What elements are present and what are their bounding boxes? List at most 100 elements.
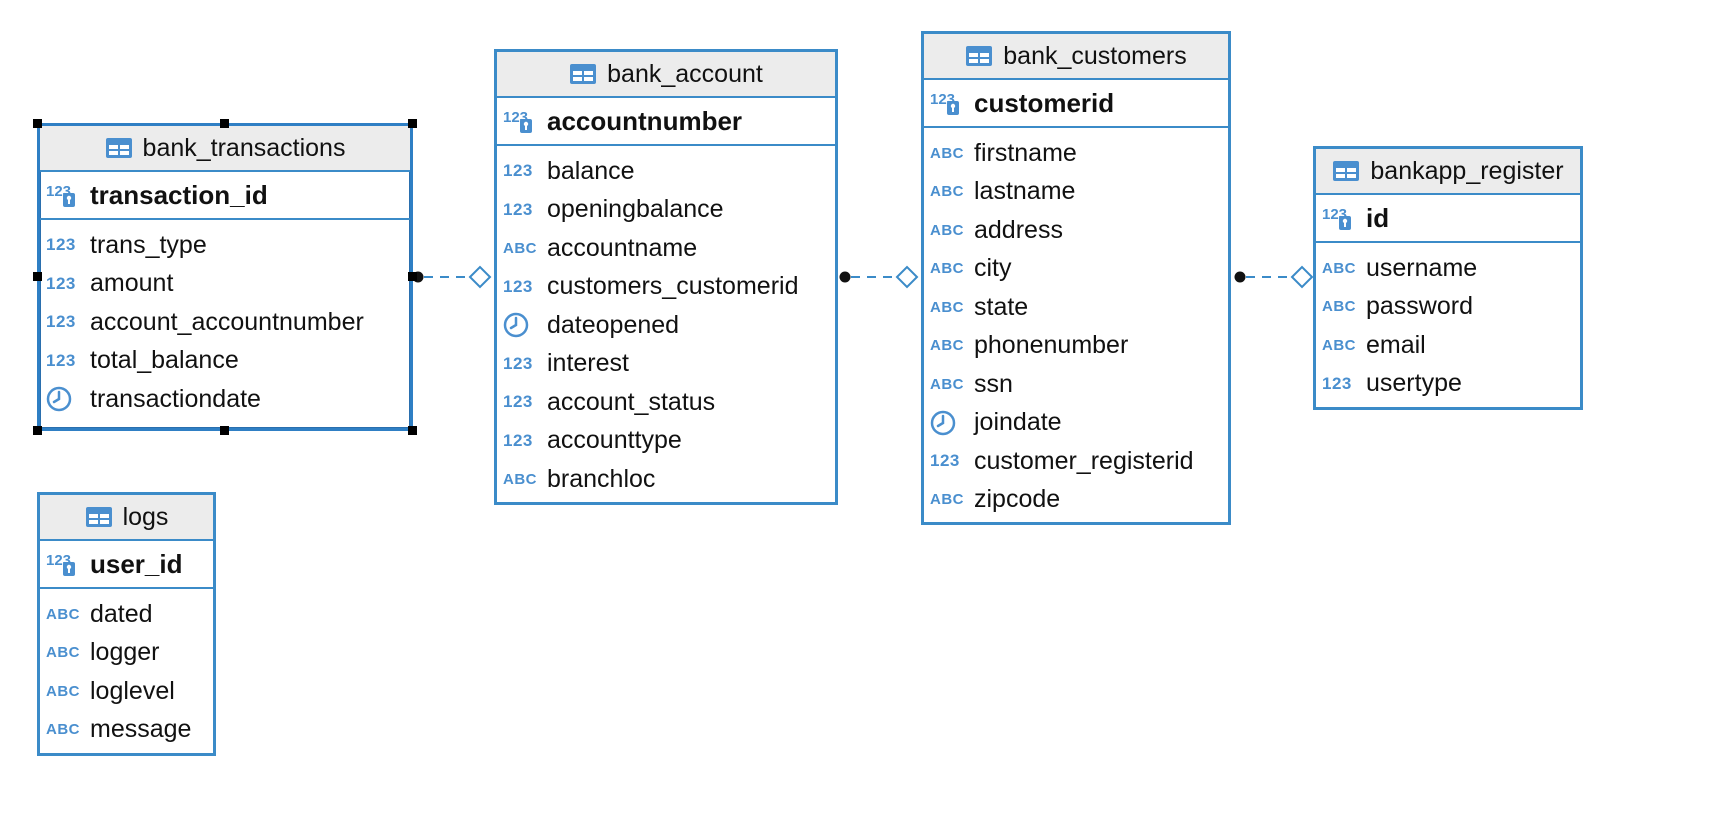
numeric-key-icon: 123 — [46, 182, 82, 208]
text-type-icon: ABC — [46, 644, 80, 662]
column-name: phonenumber — [974, 331, 1129, 360]
column-row[interactable]: 123 account_accountnumber — [40, 303, 410, 342]
text-type-icon: ABC — [1322, 298, 1356, 316]
table-name: logs — [122, 502, 169, 531]
table-header[interactable]: bankapp_register — [1316, 149, 1580, 195]
numeric-key-icon: 123 — [930, 90, 966, 116]
column-name: message — [90, 715, 192, 744]
column-name: amount — [90, 269, 174, 298]
numeric-type-icon: 123 — [503, 276, 533, 296]
text-type-icon: ABC — [930, 144, 964, 162]
column-name: email — [1366, 330, 1426, 359]
selection-handle[interactable] — [33, 119, 42, 128]
column-row[interactable]: transactiondate — [40, 380, 410, 419]
relationship-customers-register[interactable] — [1234, 265, 1314, 289]
selection-handle[interactable] — [33, 426, 42, 435]
primary-key-name: id — [1366, 202, 1390, 233]
text-type-icon: ABC — [930, 260, 964, 278]
relationship-account-customers[interactable] — [839, 265, 919, 289]
numeric-type-icon: 123 — [930, 451, 960, 471]
table-header[interactable]: logs — [40, 495, 213, 541]
numeric-type-icon: 123 — [46, 350, 76, 370]
column-name: dateopened — [547, 310, 680, 339]
relationship-end-diamond — [468, 265, 492, 289]
table-header[interactable]: bank_customers — [924, 34, 1228, 80]
numeric-type-icon: 123 — [503, 353, 533, 373]
primary-key-name: customerid — [974, 87, 1115, 118]
column-name: total_balance — [90, 346, 239, 375]
text-type-icon: ABC — [503, 239, 537, 257]
relationship-start-dot — [839, 271, 851, 283]
table-name: bank_account — [607, 59, 763, 88]
column-name: balance — [547, 156, 635, 185]
column-row[interactable]: dateopened — [497, 306, 835, 345]
clock-icon — [930, 410, 966, 436]
column-row[interactable]: ABC username — [1316, 249, 1580, 288]
column-row[interactable]: 123 total_balance — [40, 342, 410, 381]
numeric-key-icon: 123 — [503, 108, 539, 134]
table-header[interactable]: bank_account — [497, 52, 835, 98]
column-name: account_accountnumber — [90, 307, 364, 336]
numeric-type-icon: 123 — [503, 392, 533, 412]
text-type-icon: ABC — [503, 470, 537, 488]
selection-handle[interactable] — [408, 272, 417, 281]
table-icon — [965, 45, 993, 67]
column-name: zipcode — [974, 485, 1061, 514]
relationship-end-diamond — [895, 265, 919, 289]
text-type-icon: ABC — [1322, 259, 1356, 277]
table-header[interactable]: bank_transactions — [40, 126, 410, 172]
selection-handle[interactable] — [33, 272, 42, 281]
column-name: accounttype — [547, 426, 682, 455]
selection-handle[interactable] — [408, 426, 417, 435]
column-name: username — [1366, 253, 1478, 282]
selection-handle[interactable] — [408, 119, 417, 128]
relationship-transactions-account[interactable] — [412, 265, 492, 289]
selection-handle[interactable] — [220, 119, 229, 128]
column-name: openingbalance — [547, 195, 724, 224]
numeric-type-icon: 123 — [46, 312, 76, 332]
text-type-icon: ABC — [930, 298, 964, 316]
column-row[interactable]: joindate — [924, 404, 1228, 443]
column-name: usertype — [1366, 369, 1462, 398]
selection-handle[interactable] — [220, 426, 229, 435]
primary-key-row[interactable]: 123 customerid — [924, 80, 1228, 128]
